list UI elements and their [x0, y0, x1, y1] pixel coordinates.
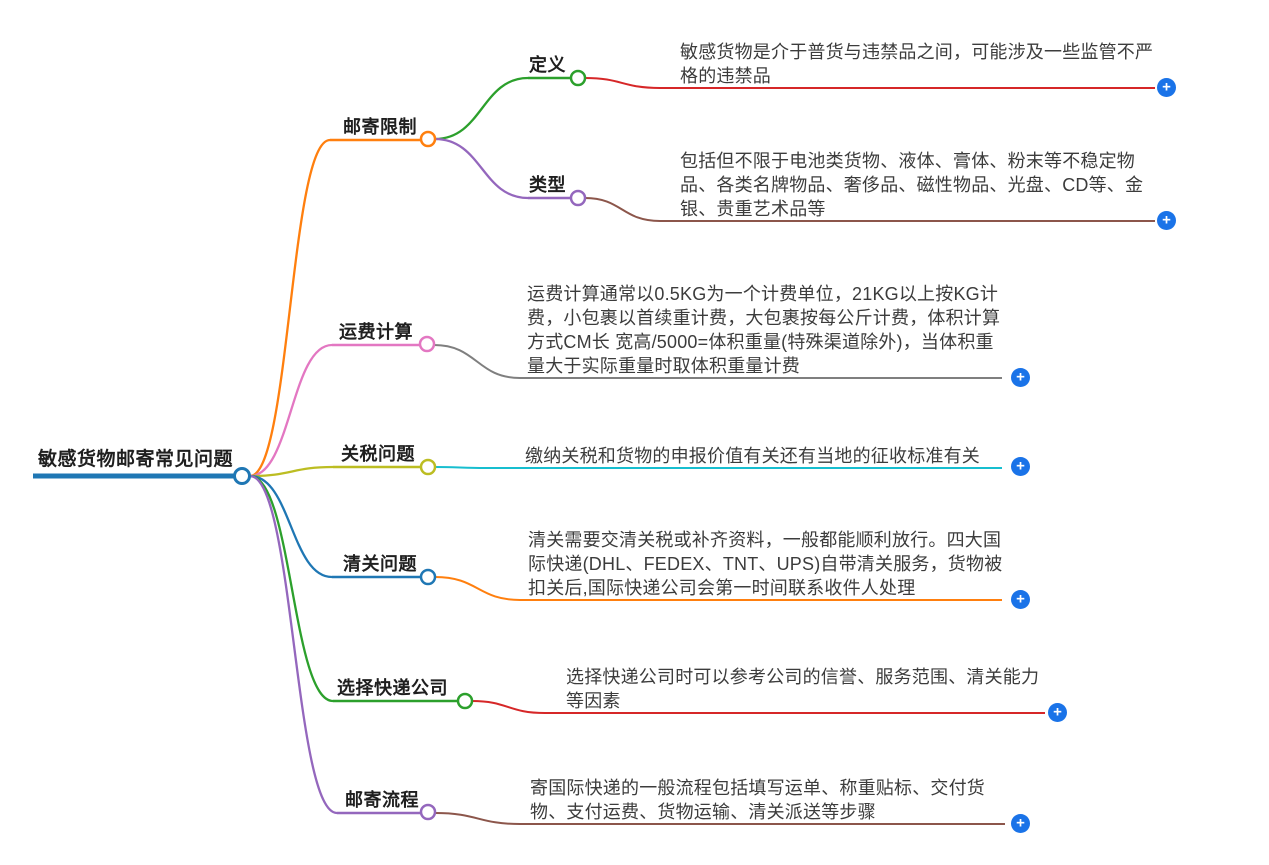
link-to-definition — [434, 76, 529, 141]
customs-circle[interactable] — [419, 568, 437, 586]
link-tariff-content — [434, 466, 1002, 469]
content-customs[interactable]: 清关需要交清关税或补齐资料，一般都能顺利放行。四大国际快递(DHL、FEDEX、… — [528, 530, 1003, 598]
link-to-tariff — [249, 465, 334, 478]
type-circle[interactable] — [569, 189, 587, 207]
plus-icon: + — [1053, 703, 1062, 721]
plus-icon: + — [1016, 368, 1025, 386]
link-to-mail-process — [249, 474, 338, 815]
node-tariff[interactable]: 关税问题 — [341, 444, 415, 464]
content-mail-process[interactable]: 寄国际快递的一般流程包括填写运单、称重贴标、交付货物、支付运费、货物运输、清关派… — [530, 778, 985, 822]
tariff-circle[interactable] — [419, 458, 437, 476]
node-mail-process[interactable]: 邮寄流程 — [345, 790, 419, 810]
add-child-button-type[interactable]: + — [1157, 211, 1176, 230]
node-mail-restrictions[interactable]: 邮寄限制 — [343, 117, 417, 137]
link-type-content — [584, 197, 1155, 222]
link-to-type — [434, 137, 529, 200]
content-shipping-cost[interactable]: 运费计算通常以0.5KG为一个计费单位，21KG以上按KG计费，小包裹以首续重计… — [527, 284, 1001, 376]
add-child-button-definition[interactable]: + — [1157, 78, 1176, 97]
link-to-shipping-cost — [249, 343, 333, 478]
add-child-button-customs[interactable]: + — [1011, 590, 1030, 609]
content-definition[interactable]: 敏感货物是介于普货与违禁品之间，可能涉及一些监管不严格的违禁品 — [680, 42, 1154, 86]
definition-circle[interactable] — [569, 69, 587, 87]
choose-courier-circle[interactable] — [456, 692, 474, 710]
add-child-button-choose-courier[interactable]: + — [1048, 703, 1067, 722]
link-definition-content — [584, 77, 1155, 89]
link-to-customs — [249, 474, 333, 579]
add-child-button-mail-process[interactable]: + — [1011, 814, 1030, 833]
link-choose-courier-content — [471, 700, 1045, 714]
node-choose-courier[interactable]: 选择快递公司 — [337, 678, 448, 698]
shipping-cost-circle[interactable] — [418, 335, 436, 353]
plus-icon: + — [1016, 590, 1025, 608]
content-type[interactable]: 包括但不限于电池类货物、液体、膏体、粉末等不稳定物品、各类名牌物品、奢侈品、磁性… — [680, 151, 1144, 219]
content-tariff[interactable]: 缴纳关税和货物的申报价值有关还有当地的征收标准有关 — [525, 446, 980, 466]
node-definition[interactable]: 定义 — [529, 55, 566, 75]
add-child-button-tariff[interactable]: + — [1011, 457, 1030, 476]
link-mail-process-content — [434, 812, 1005, 825]
plus-icon: + — [1016, 457, 1025, 475]
mail-process-circle[interactable] — [419, 803, 437, 821]
link-to-mail-restrictions — [249, 138, 331, 478]
link-shipping-cost-content — [433, 344, 1002, 379]
root-node-label[interactable]: 敏感货物邮寄常见问题 — [38, 449, 234, 470]
link-to-choose-courier — [249, 474, 334, 703]
add-child-button-shipping-cost[interactable]: + — [1011, 368, 1030, 387]
content-choose-courier[interactable]: 选择快递公司时可以参考公司的信誉、服务范围、清关能力等因素 — [566, 667, 1040, 711]
node-type[interactable]: 类型 — [529, 175, 566, 195]
plus-icon: + — [1016, 814, 1025, 832]
plus-icon: + — [1162, 78, 1171, 96]
plus-icon: + — [1162, 211, 1171, 229]
root-node-circle[interactable] — [233, 467, 251, 485]
link-customs-content — [434, 576, 1002, 601]
node-shipping-cost[interactable]: 运费计算 — [339, 322, 413, 342]
mail-restrictions-circle[interactable] — [419, 130, 437, 148]
node-customs[interactable]: 清关问题 — [343, 554, 417, 574]
